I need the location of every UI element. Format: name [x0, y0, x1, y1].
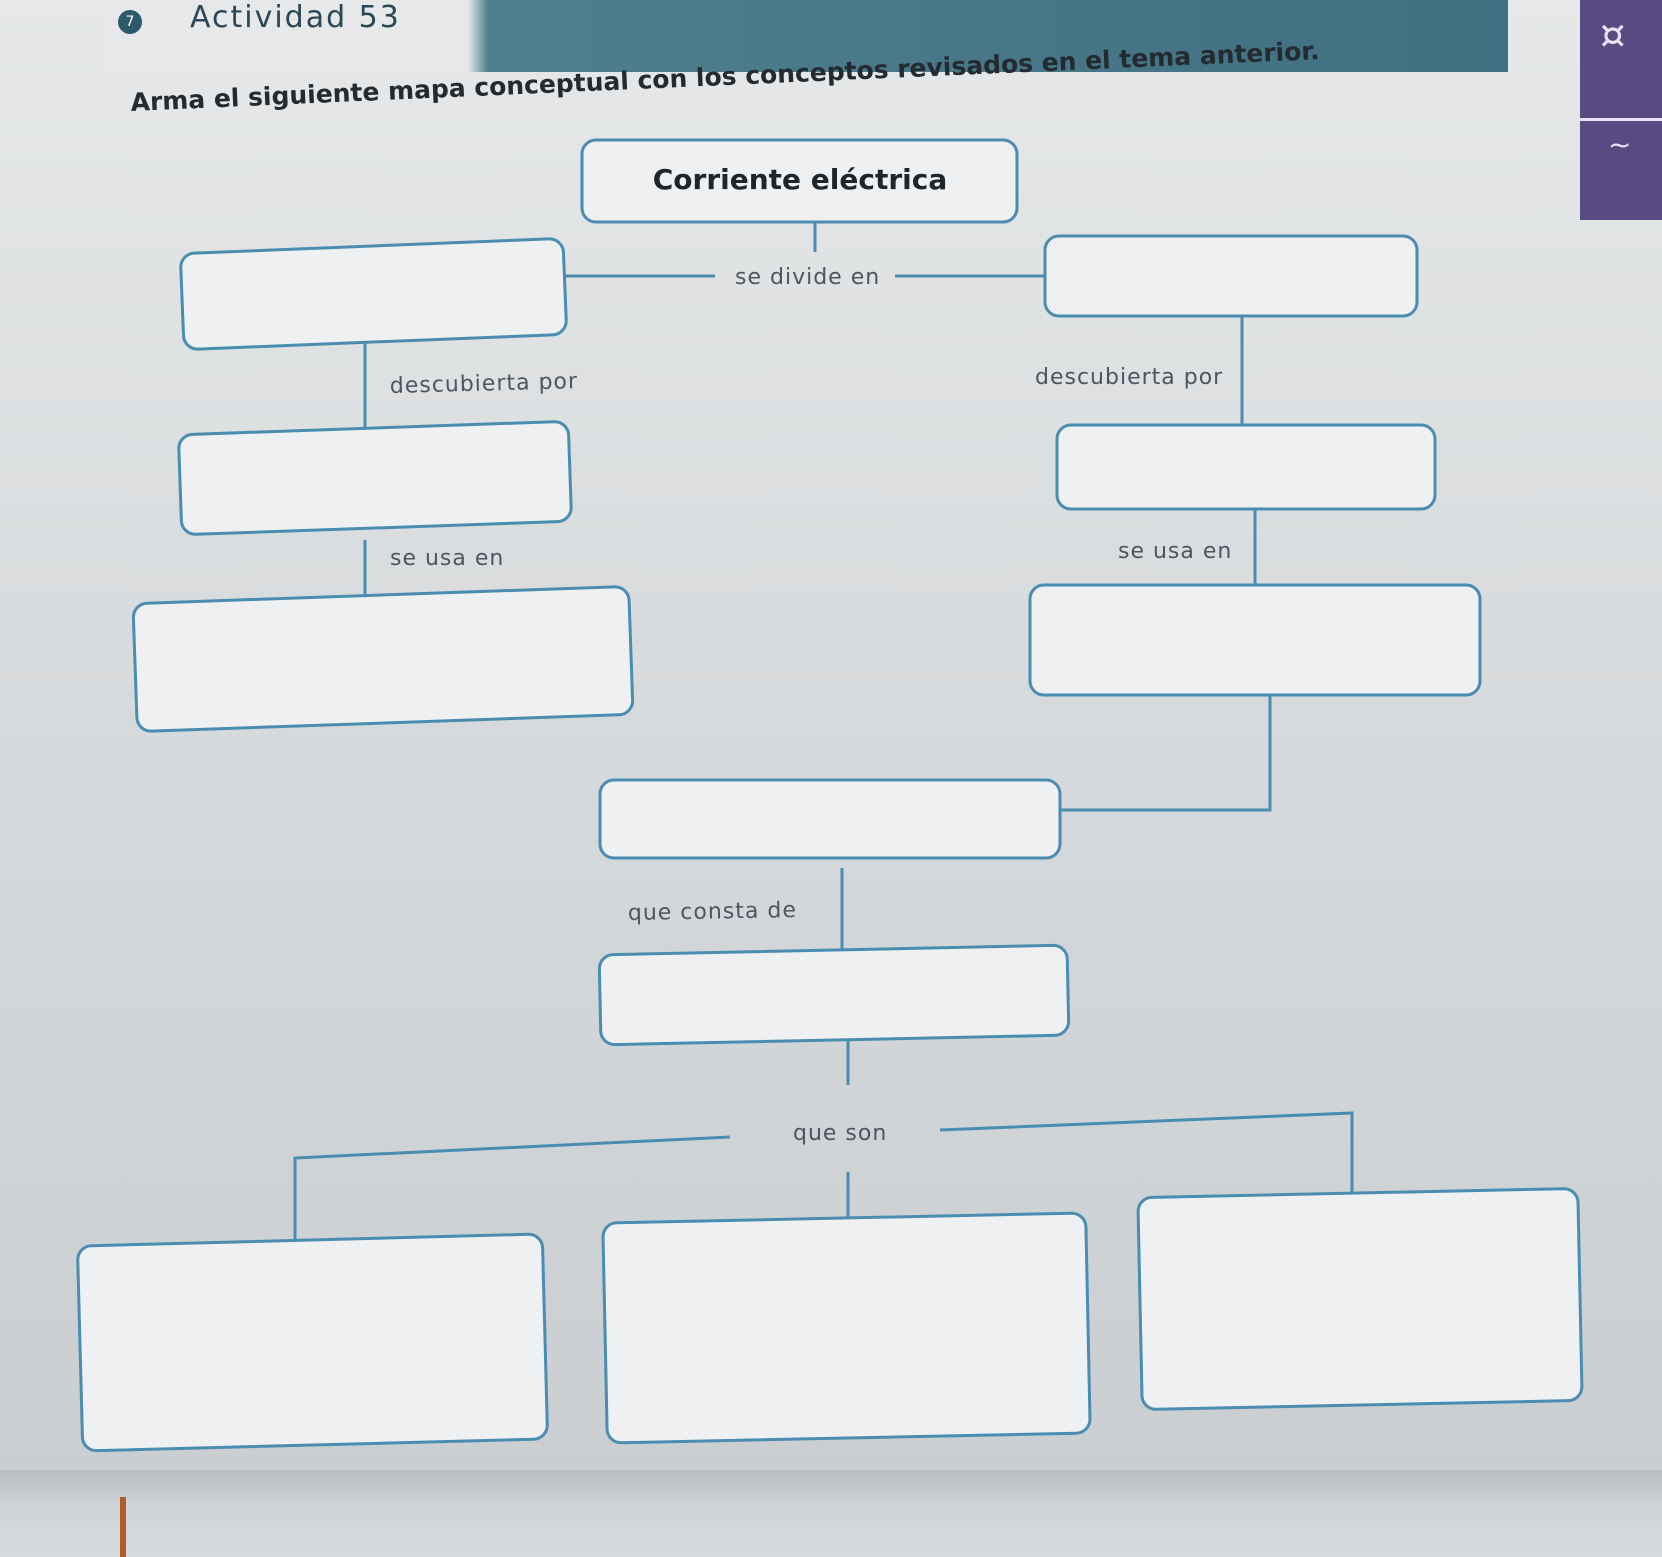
activity-title: Actividad 53 [190, 0, 401, 35]
concept-node-blank[interactable] [1028, 583, 1482, 697]
connector-are-right [939, 1111, 1354, 1193]
concept-node-root [580, 138, 1019, 224]
side-tab-divider [1580, 118, 1662, 121]
link-label-consists: que consta de [628, 898, 797, 926]
connector-are-left [293, 1135, 731, 1240]
concept-node-blank[interactable] [179, 237, 568, 351]
activity-badge-icon: 7 [118, 10, 142, 34]
side-tab: ¤ ~ [1580, 0, 1662, 220]
concept-root-label: Corriente eléctrica [653, 163, 948, 196]
link-label-used-left: se usa en [390, 546, 504, 571]
concept-node-blank[interactable] [131, 585, 635, 733]
concept-node-blank[interactable] [1043, 234, 1419, 318]
link-label-divides: se divide en [735, 265, 880, 290]
concept-node-blank[interactable] [598, 778, 1062, 860]
connectors [293, 220, 1354, 1240]
concept-node-blank[interactable] [76, 1232, 549, 1453]
concept-node-blank[interactable] [177, 420, 573, 536]
page-edge-mark [120, 1497, 126, 1557]
concept-node-blank[interactable] [597, 943, 1071, 1047]
link-label-are: que son [793, 1121, 887, 1146]
currency-sign-icon: ¤ [1600, 12, 1626, 58]
header-band [108, 0, 1508, 72]
tilde-icon: ~ [1608, 128, 1632, 161]
concept-node-blank[interactable] [1055, 423, 1437, 511]
concept-node-blank[interactable] [1136, 1187, 1584, 1411]
link-label-discovered-left: descubierta por [390, 369, 579, 399]
concept-node-blank[interactable] [601, 1211, 1092, 1445]
link-label-used-right: se usa en [1118, 539, 1232, 564]
connector-right-to-center [1060, 695, 1272, 812]
page-edge-shadow [0, 1470, 1662, 1557]
link-label-discovered-right: descubierta por [1035, 365, 1223, 390]
